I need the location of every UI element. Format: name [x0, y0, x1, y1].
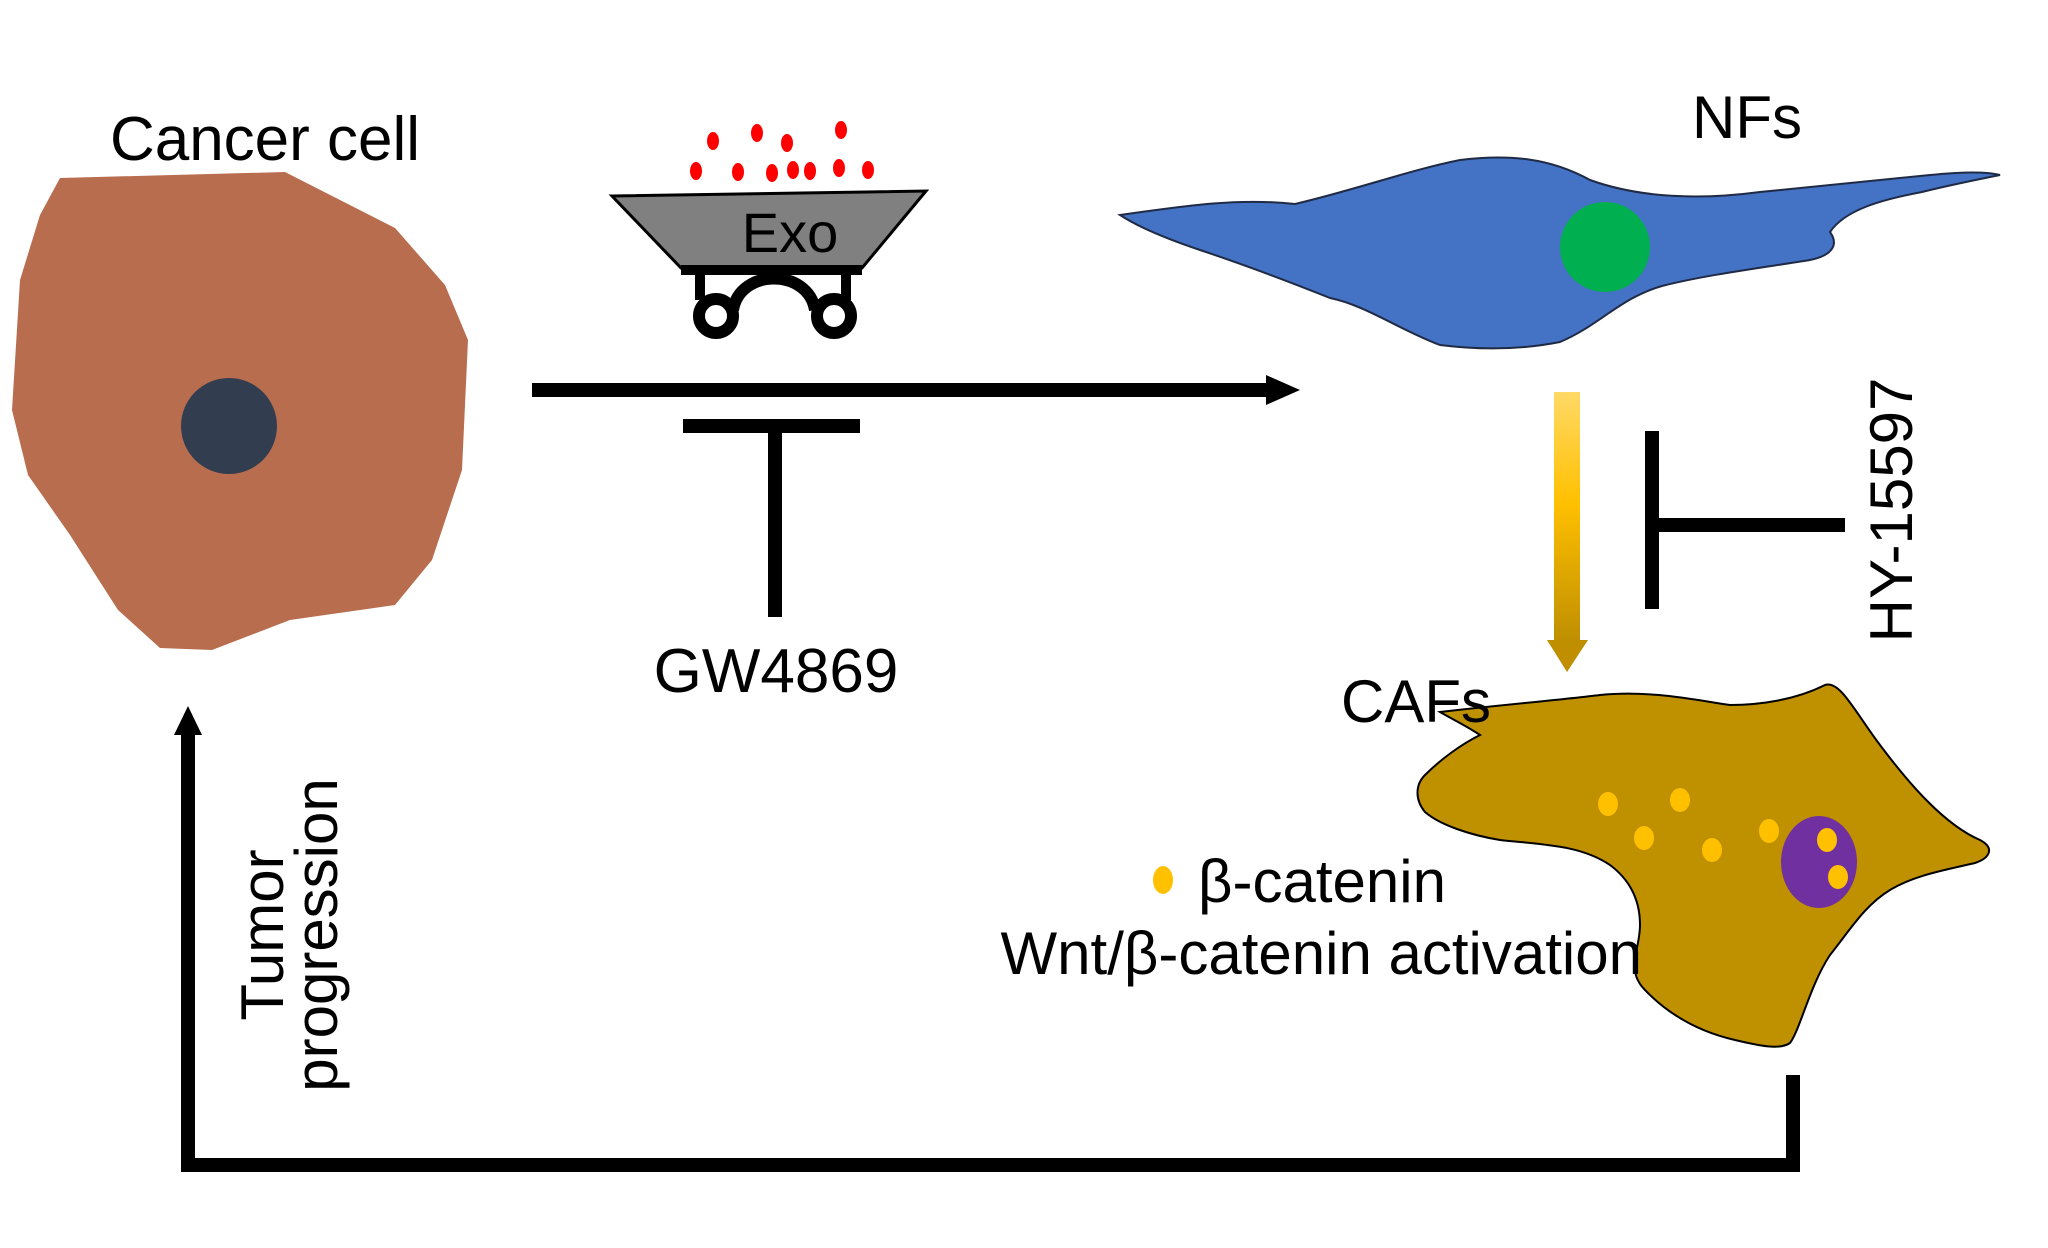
- nf-cell-body: [1117, 156, 2001, 350]
- caf-cell-body: [1416, 683, 1990, 1048]
- cafs-label: CAFs: [1341, 668, 1491, 735]
- cancer-cell: [12, 172, 468, 650]
- nfs-label: NFs: [1692, 84, 1802, 151]
- nf-cell-nucleus: [1560, 202, 1650, 292]
- hy15597-inhibitor-icon: [1645, 431, 1845, 609]
- gw4869-label: GW4869: [654, 637, 899, 706]
- cart-wheel-right: [811, 293, 857, 339]
- cancer-cell-label: Cancer cell: [110, 105, 420, 174]
- beta-catenin-legend-dot: [1153, 866, 1173, 894]
- wnt-activation-label: Wnt/β-catenin activation: [1001, 920, 1642, 987]
- exosome-transfer-arrow: [532, 375, 1300, 405]
- cancer-cell-nucleus: [181, 378, 277, 474]
- beta-catenin-legend: β-catenin Wnt/β-catenin activation: [1001, 848, 1642, 987]
- caf-cell: [1416, 683, 1990, 1048]
- tumor-label: Tumor: [229, 849, 296, 1020]
- progression-label: progression: [283, 778, 350, 1092]
- nf-cell: [1117, 156, 2001, 350]
- beta-catenin-dots: [1598, 788, 1848, 889]
- nf-to-caf-arrow: [1547, 392, 1588, 672]
- hy15597-label: HY-15597: [1858, 378, 1925, 643]
- exosome-cart-icon: [608, 121, 930, 339]
- gw4869-inhibitor-icon: [683, 419, 860, 617]
- caf-nucleus: [1781, 816, 1857, 908]
- beta-catenin-label: β-catenin: [1198, 848, 1446, 915]
- cart-wheel-left: [693, 293, 739, 339]
- tumor-progression-arrow: [174, 706, 1800, 1172]
- exo-label: Exo: [742, 201, 839, 264]
- exosome-dots: [690, 121, 874, 182]
